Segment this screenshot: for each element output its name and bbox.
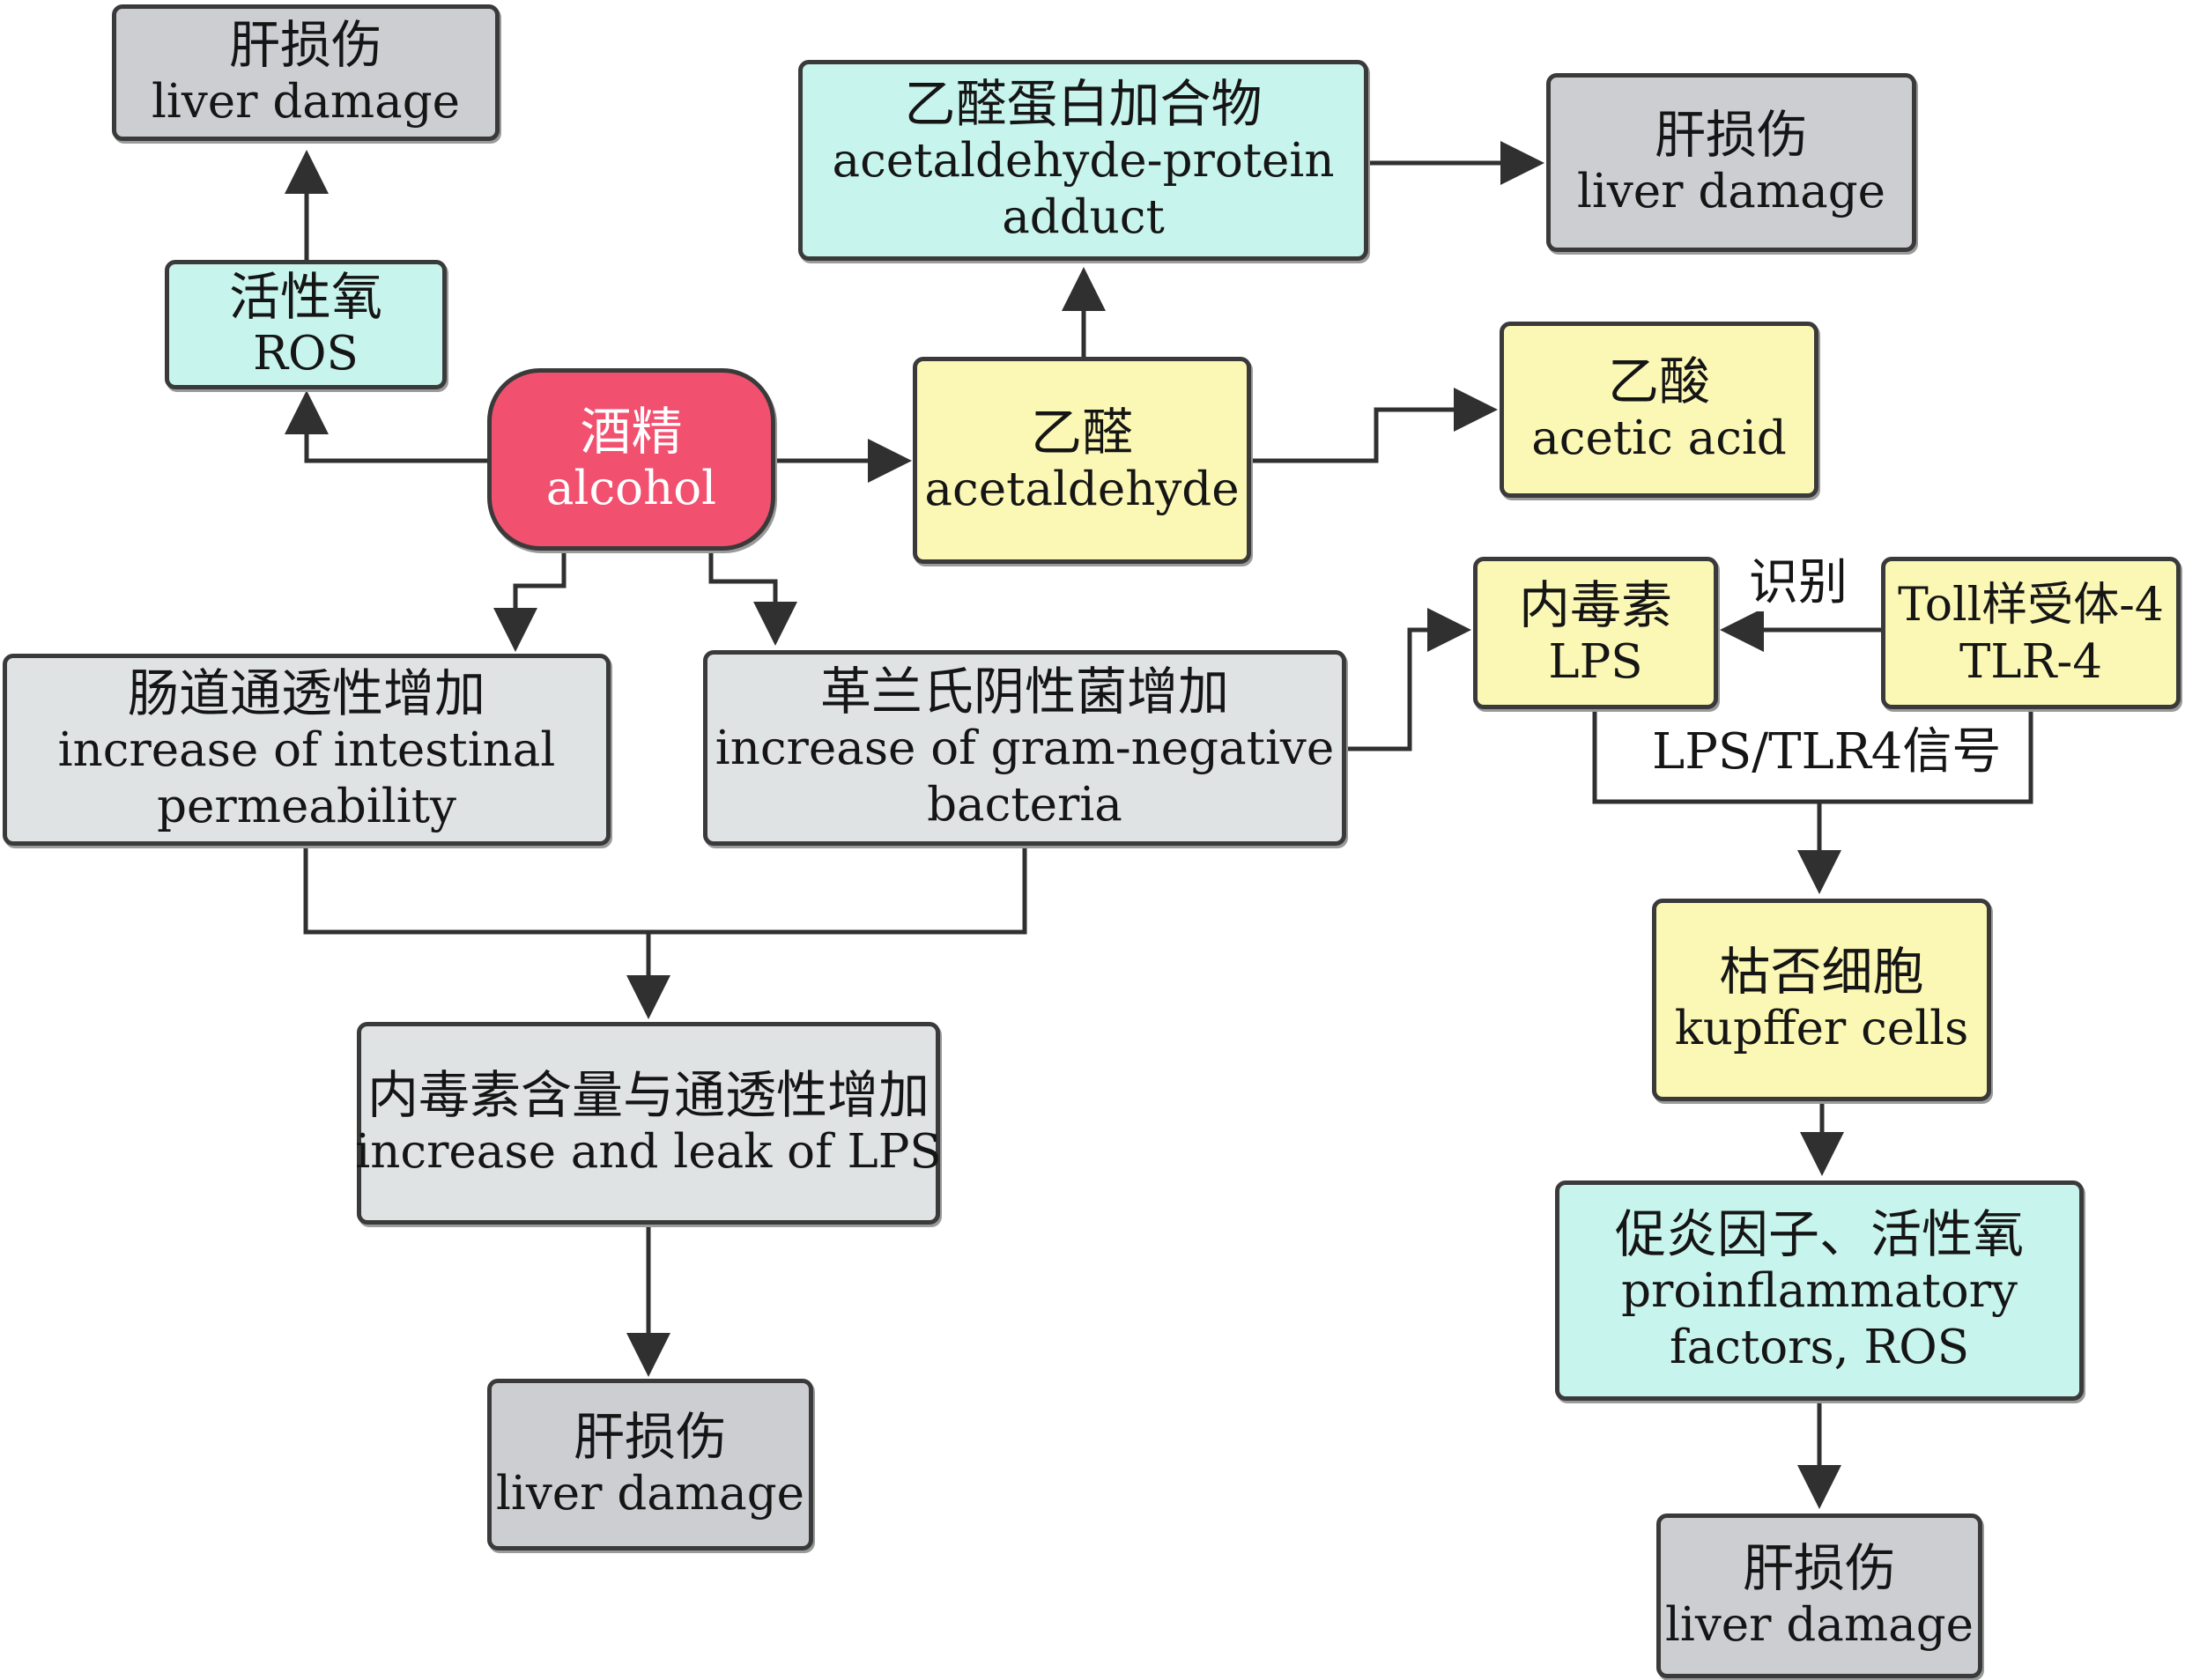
liver-damage-box-ros: 肝损伤 liver damage xyxy=(112,4,500,141)
lps-tlr4-signal-label: LPS/TLR4信号 xyxy=(1652,723,2002,781)
kupffer-zh: 枯否细胞 xyxy=(1719,942,1924,1002)
lps-leak-box: 内毒素含量与通透性增加 increase and leak of LPS xyxy=(355,1022,942,1225)
arrow-alcohol-to-ros xyxy=(285,390,487,463)
acetaldehyde-zh: 乙醛 xyxy=(1030,402,1133,463)
gram-negative-bacteria-box: 革兰氏阴性菌增加 increase of gram-negative bacte… xyxy=(703,650,1346,846)
arrow-alcohol-to-intestinal xyxy=(493,551,567,652)
alcohol-zh: 酒精 xyxy=(580,401,683,462)
tlr4-zh: Toll样受体-4 xyxy=(1898,578,2164,632)
liver-damage-en: liver damage xyxy=(151,74,461,129)
liver-damage-zh: 肝损伤 xyxy=(228,14,382,75)
arrow-alcohol-to-gram-negative xyxy=(708,551,797,646)
ros-box: 活性氧 ROS xyxy=(165,260,447,389)
tlr4-en: TLR-4 xyxy=(1959,634,2103,689)
adduct-zh: 乙醛蛋白加合物 xyxy=(904,74,1263,134)
acetic-acid-en: acetic acid xyxy=(1531,411,1787,465)
adduct-en-line2: adduct xyxy=(1002,190,1165,244)
proinflammatory-factors-box: 促炎因子、活性氧 proinflammatory factors, ROS xyxy=(1555,1180,2084,1401)
liver-damage-box-lps-leak: 肝损伤 liver damage xyxy=(487,1379,813,1550)
intestinal-zh: 肠道通透性增加 xyxy=(127,663,485,723)
recognize-label: 识别 xyxy=(1749,554,1848,611)
liver-damage-en: liver damage xyxy=(495,1466,805,1521)
lps-leak-en: increase and leak of LPS xyxy=(355,1125,942,1179)
proinflammatory-en-line2: factors, ROS xyxy=(1670,1321,1969,1374)
liver-damage-zh: 肝损伤 xyxy=(573,1406,727,1467)
acetaldehyde-en: acetaldehyde xyxy=(924,462,1240,516)
acetic-acid-box: 乙酸 acetic acid xyxy=(1500,322,1818,498)
lps-box: 内毒素 LPS xyxy=(1473,557,1718,709)
acetaldehyde-protein-adduct-box: 乙醛蛋白加合物 acetaldehyde-protein adduct xyxy=(798,60,1368,261)
adduct-en-line1: acetaldehyde-protein xyxy=(832,134,1335,188)
liver-damage-en: liver damage xyxy=(1664,1597,1974,1652)
connector-lps-tlr4-signal xyxy=(1592,709,2033,804)
kupffer-en: kupffer cells xyxy=(1674,1002,1969,1055)
ros-en: ROS xyxy=(253,326,359,381)
proinflammatory-en-line1: proinflammatory xyxy=(1621,1264,2018,1318)
liver-damage-zh: 肝损伤 xyxy=(1654,104,1808,165)
gram-negative-en-line2: bacteria xyxy=(927,778,1122,832)
tlr4-box: Toll样受体-4 TLR-4 xyxy=(1881,557,2181,709)
connector-merge-to-lps-leak xyxy=(303,846,1027,935)
lps-leak-zh: 内毒素含量与通透性增加 xyxy=(367,1065,930,1125)
arrow-gram-negative-to-lps xyxy=(1346,608,1471,751)
liver-damage-box-adduct: 肝损伤 liver damage xyxy=(1546,73,1916,252)
liver-damage-en: liver damage xyxy=(1576,164,1886,218)
alcohol-en: alcohol xyxy=(545,461,717,515)
arrow-acetaldehyde-to-acetic-acid xyxy=(1251,388,1498,463)
gram-negative-zh: 革兰氏阴性菌增加 xyxy=(819,662,1229,722)
gram-negative-en-line1: increase of gram-negative xyxy=(715,722,1335,775)
liver-damage-box-proinflammatory: 肝损伤 liver damage xyxy=(1656,1513,1982,1678)
kupffer-cells-box: 枯否细胞 kupffer cells xyxy=(1652,899,1991,1101)
intestinal-en-line2: permeability xyxy=(157,780,456,833)
alcohol-box: 酒精 alcohol xyxy=(487,368,775,551)
acetic-acid-zh: 乙酸 xyxy=(1607,352,1710,411)
acetaldehyde-box: 乙醛 acetaldehyde xyxy=(913,357,1251,564)
liver-damage-zh: 肝损伤 xyxy=(1742,1537,1896,1598)
intestinal-en-line1: increase of intestinal xyxy=(57,723,556,777)
intestinal-permeability-box: 肠道通透性增加 increase of intestinal permeabil… xyxy=(3,654,611,846)
ros-zh: 活性氧 xyxy=(228,266,382,327)
proinflammatory-zh: 促炎因子、活性氧 xyxy=(1614,1204,2024,1264)
lps-zh: 内毒素 xyxy=(1518,574,1672,635)
lps-en: LPS xyxy=(1548,634,1643,689)
